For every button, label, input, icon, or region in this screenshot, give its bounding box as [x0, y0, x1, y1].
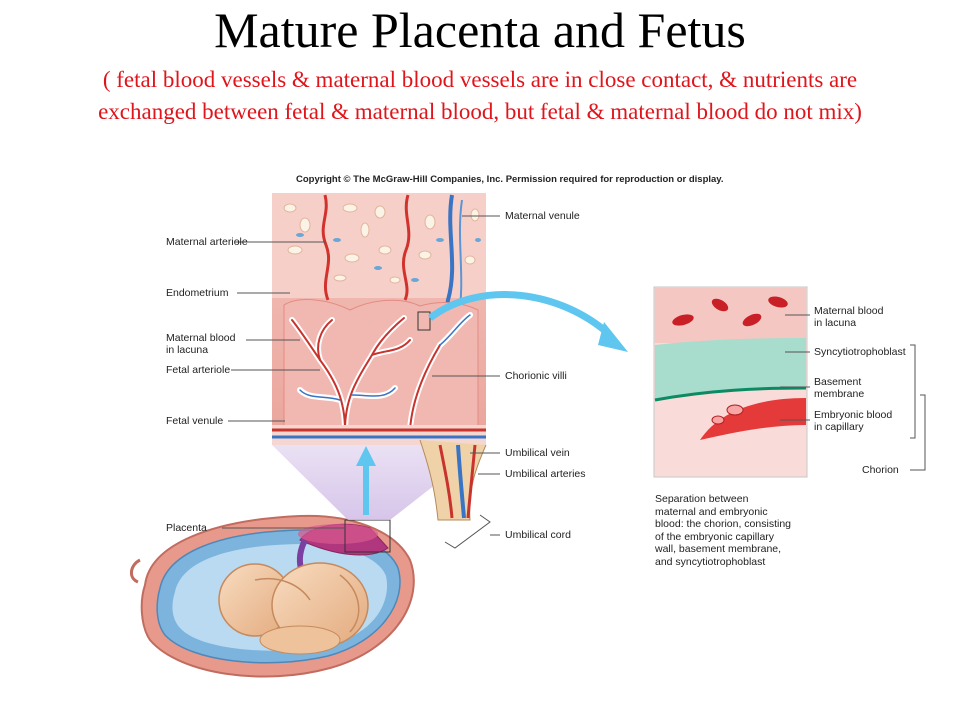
- label-fetal-arteriole: Fetal arteriole: [166, 364, 231, 376]
- label-maternal-blood-lacuna: Maternal blood in lacuna: [166, 332, 236, 356]
- leader-lines: [222, 215, 926, 549]
- label-syncytiotrophoblast: Syncytiotrophoblast: [814, 346, 906, 358]
- placenta-cross-section: [272, 193, 487, 521]
- label-endometrium: Endometrium: [166, 287, 229, 299]
- label-chorion: Chorion: [862, 464, 899, 476]
- uterus-with-fetus: [130, 514, 415, 678]
- copyright-notice: Copyright © The McGraw-Hill Companies, I…: [296, 174, 724, 185]
- label-embryonic-blood: Embryonic blood in capillary: [814, 409, 893, 433]
- slide-subtitle: ( fetal blood vessels & maternal blood v…: [98, 67, 862, 124]
- label-fetal-venule: Fetal venule: [166, 415, 224, 427]
- chorion-inset: [653, 286, 808, 478]
- label-umbilical-arteries: Umbilical arteries: [505, 468, 586, 480]
- label-umbilical-vein: Umbilical vein: [505, 447, 570, 459]
- chorion-caption: Separation between maternal and embryoni…: [655, 493, 792, 568]
- zoom-arrow: [427, 291, 613, 338]
- label-maternal-venule: Maternal venule: [505, 210, 580, 222]
- label-maternal-arteriole: Maternal arteriole: [166, 236, 248, 248]
- label-inset-maternal-blood: Maternal blood in lacuna: [814, 305, 884, 329]
- slide-title: Mature Placenta and Fetus: [214, 2, 746, 58]
- label-chorionic-villi: Chorionic villi: [505, 370, 567, 382]
- label-placenta: Placenta: [166, 522, 207, 534]
- label-umbilical-cord: Umbilical cord: [505, 529, 571, 541]
- label-basement-membrane: Basement membrane: [814, 376, 865, 400]
